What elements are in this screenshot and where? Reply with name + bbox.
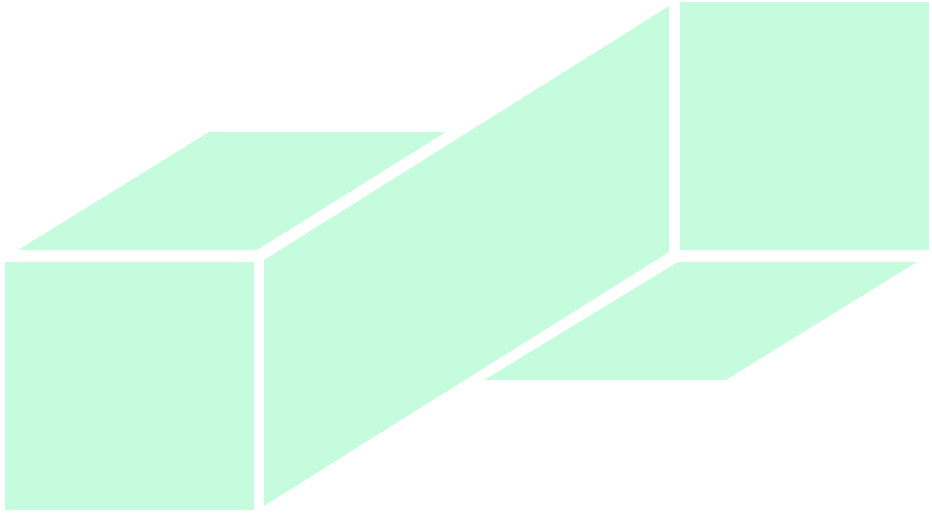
- diagonal-bar-face: [264, 6, 669, 506]
- right-block-bottom-face: [484, 262, 917, 380]
- left-block-top-face: [18, 132, 446, 250]
- left-block-front-face: [5, 262, 254, 510]
- right-block-front-face: [680, 2, 929, 250]
